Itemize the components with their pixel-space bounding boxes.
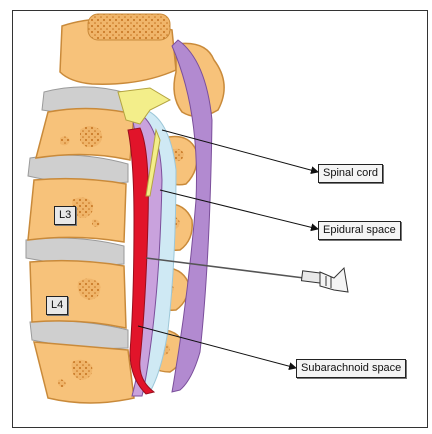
vertebra-label-l4: L4 (46, 296, 68, 315)
spinal-cord-label: Spinal cord (318, 164, 383, 183)
upper-vertebra-cut-surface (88, 14, 170, 40)
epidural-space-label: Epidural space (318, 221, 401, 240)
conus-medullaris (118, 88, 170, 124)
subarachnoid-space-label: Subarachnoid space (296, 359, 406, 378)
vertebra-label-l3: L3 (54, 206, 76, 225)
